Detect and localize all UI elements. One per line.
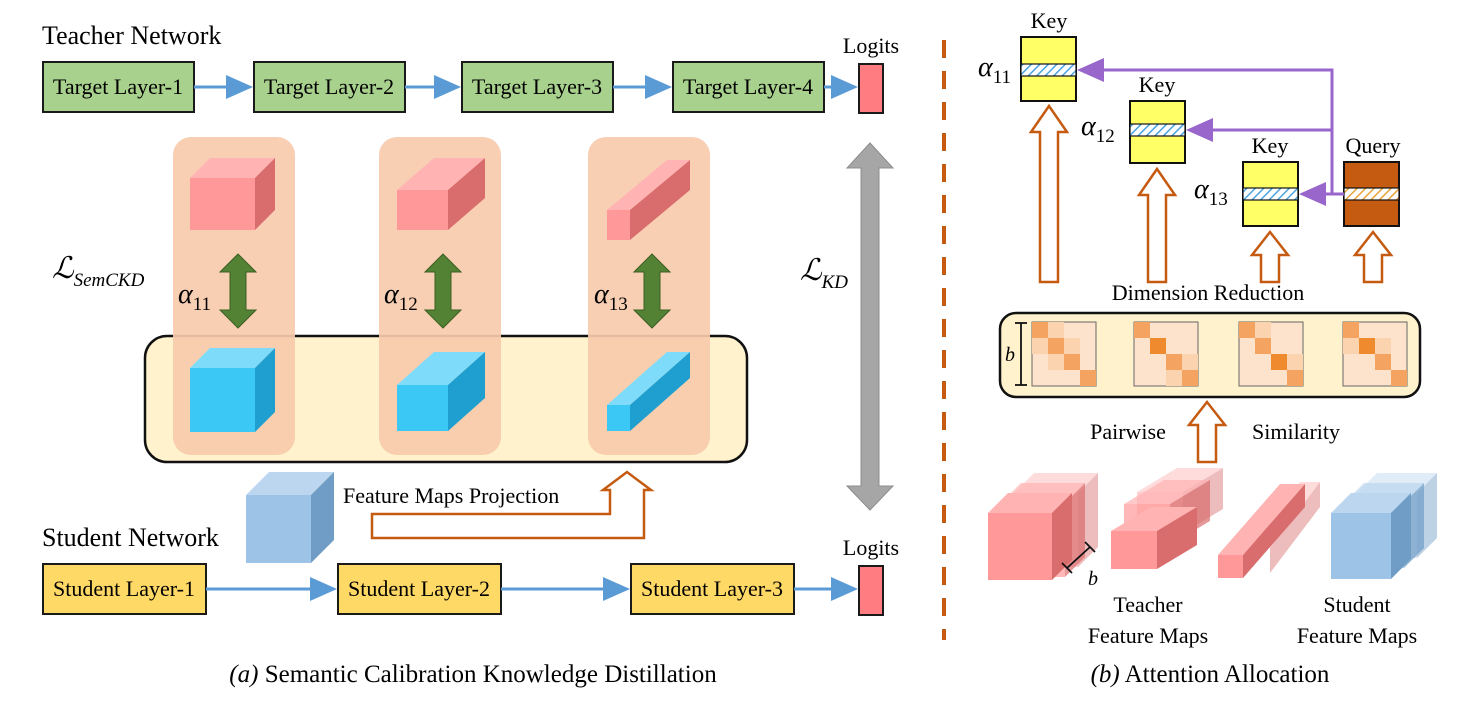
student-layer-1-label: Student Layer-1 <box>53 576 195 601</box>
teacher-logits-label: Logits <box>843 33 899 58</box>
teacher-layer-4: Target Layer-4 <box>672 61 825 113</box>
b-dimension-marker-bottom <box>1061 541 1096 574</box>
query-label: Query <box>1346 133 1401 158</box>
student-layer-3-label: Student Layer-3 <box>641 576 783 601</box>
teacher-maps-label-2: Feature Maps <box>1088 623 1208 648</box>
dimension-reduction-label: Dimension Reduction <box>1112 280 1304 305</box>
double-arrow-1 <box>218 253 258 329</box>
student-maps-label-1: Student <box>1323 592 1390 617</box>
projection-label: Feature Maps Projection <box>343 483 559 508</box>
query-vector <box>1343 161 1400 227</box>
b-dimension-marker <box>1015 322 1027 386</box>
key-label-2: Key <box>1139 72 1176 97</box>
key-vector-1 <box>1020 36 1077 102</box>
key-label-3: Key <box>1252 133 1289 158</box>
loss-kd-label: ℒKD <box>800 254 848 293</box>
alpha-b-13: α13 <box>1194 174 1228 210</box>
similarity-matrix-2 <box>1133 321 1199 387</box>
similarity-panel <box>998 311 1422 399</box>
teacher-feature-stack-3 <box>1218 482 1320 578</box>
teacher-logits-bar <box>858 63 884 114</box>
double-arrow-2 <box>423 253 463 329</box>
teacher-layer-1: Target Layer-1 <box>42 61 195 113</box>
b-label-bottom: b <box>1088 568 1098 590</box>
student-cube-2 <box>397 352 485 431</box>
student-network-title: Student Network <box>42 523 219 552</box>
similarity-matrix-4 <box>1342 321 1408 387</box>
student-maps-label-2: Feature Maps <box>1297 623 1417 648</box>
student-layer-2-label: Student Layer-2 <box>348 576 490 601</box>
alpha-b-11: α11 <box>978 52 1011 88</box>
student-logits-label: Logits <box>843 535 899 560</box>
teacher-feature-stack-2 <box>1111 468 1223 569</box>
teacher-layer-3: Target Layer-3 <box>461 61 614 113</box>
caption-a: (a) Semantic Calibration Knowledge Disti… <box>229 661 717 688</box>
loss-semckd-label: ℒSemCKD <box>52 252 145 291</box>
teacher-feature-stack-1 <box>988 473 1098 580</box>
alpha-a-11: α11 <box>178 279 211 315</box>
teacher-cube-2 <box>397 158 485 230</box>
alpha-a-12: α12 <box>384 279 418 315</box>
pairwise-label: Pairwise <box>1090 419 1166 444</box>
up-arrow-query <box>1352 229 1394 284</box>
similarity-matrix-1 <box>1031 321 1097 387</box>
caption-b: (b) Attention Allocation <box>1091 661 1330 688</box>
alpha-a-13: α13 <box>594 279 628 315</box>
teacher-cube-1 <box>190 158 275 230</box>
key-vector-2 <box>1129 100 1186 164</box>
teacher-layer-1-label: Target Layer-1 <box>53 74 183 99</box>
student-feature-stack <box>1331 473 1437 579</box>
similarity-matrix-3 <box>1238 321 1304 387</box>
student-layer-3: Student Layer-3 <box>630 563 795 615</box>
projection-arrow <box>370 470 655 540</box>
key-label-1: Key <box>1031 8 1068 33</box>
teacher-layer-2-label: Target Layer-2 <box>264 74 394 99</box>
teacher-layer-3-label: Target Layer-3 <box>472 74 602 99</box>
student-layer-1: Student Layer-1 <box>42 563 207 615</box>
teacher-network-title: Teacher Network <box>42 21 221 50</box>
similarity-label: Similarity <box>1252 419 1340 444</box>
up-arrow-key-2 <box>1136 166 1178 284</box>
teacher-layer-4-label: Target Layer-4 <box>683 74 813 99</box>
student-logits-bar <box>858 565 884 616</box>
student-layer-2: Student Layer-2 <box>337 563 502 615</box>
up-arrow-key-1 <box>1028 103 1070 284</box>
pairwise-arrow <box>1186 399 1228 464</box>
student-cube-1 <box>190 348 275 432</box>
b-label-panel: b <box>1005 344 1015 366</box>
student-feature-cube <box>246 472 334 563</box>
alpha-b-12: α12 <box>1081 111 1115 147</box>
kd-double-arrow <box>845 142 895 511</box>
teacher-cube-3 <box>607 160 690 240</box>
teacher-layer-2: Target Layer-2 <box>253 61 406 113</box>
attention-arrows <box>1077 58 1344 206</box>
key-vector-3 <box>1242 161 1299 227</box>
double-arrow-3 <box>632 253 672 329</box>
up-arrow-key-3 <box>1249 229 1291 284</box>
teacher-maps-label-1: Teacher <box>1113 592 1183 617</box>
student-cube-3 <box>607 352 690 431</box>
